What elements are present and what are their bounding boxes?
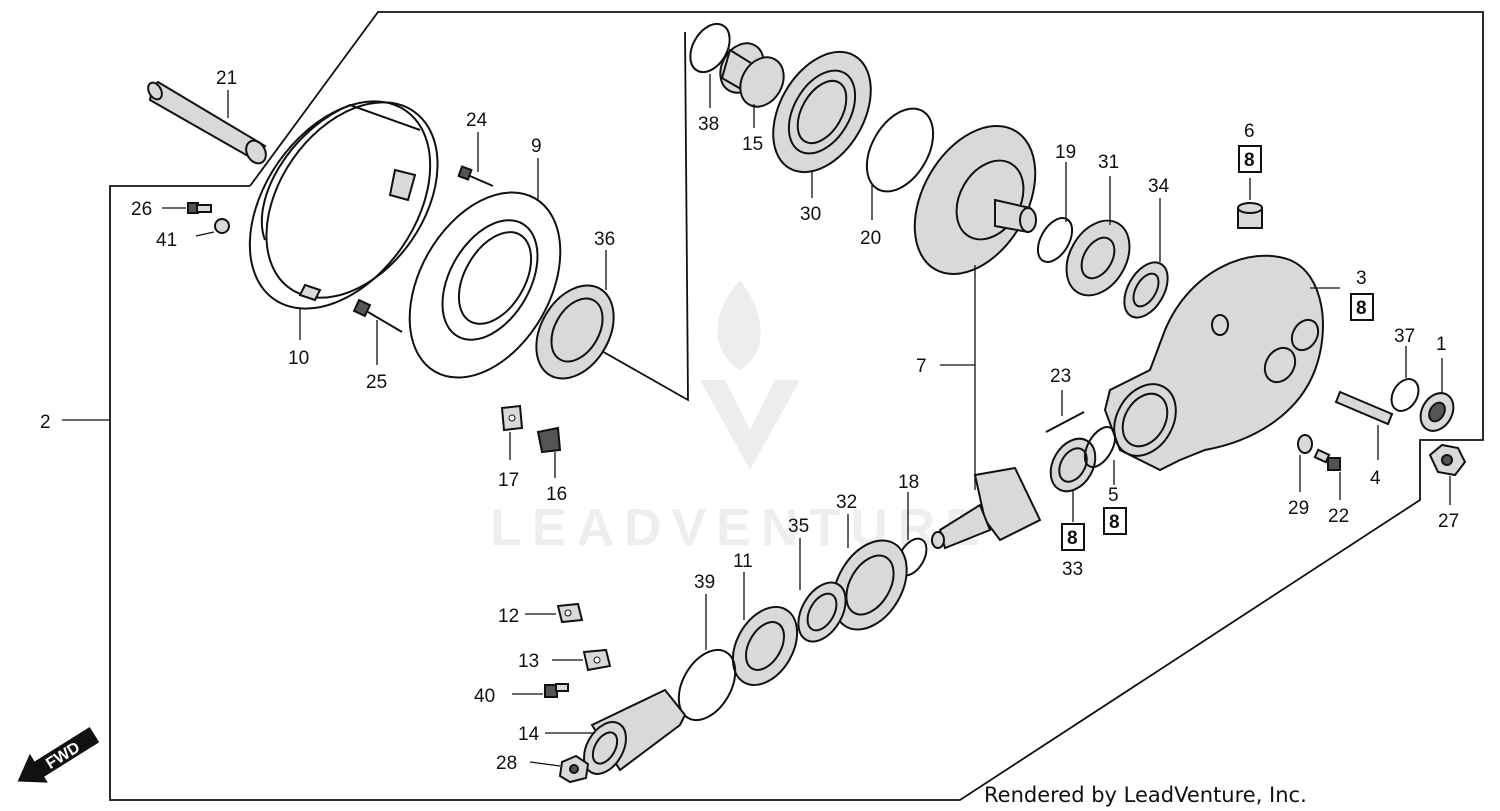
part-24-bolt <box>457 132 494 187</box>
part-12-clip <box>525 602 584 624</box>
assembly-frame <box>62 11 1484 801</box>
part-15-spring <box>719 42 785 128</box>
ref-box-6[interactable]: 8 <box>1238 145 1262 173</box>
part-26-bolt <box>162 202 212 214</box>
callout-13[interactable]: 13 <box>518 651 539 672</box>
part-21-pin <box>147 80 267 165</box>
part-10-cover <box>248 100 439 340</box>
watermark-text: LEADVENTURE <box>490 499 990 557</box>
ref-box-5[interactable]: 8 <box>1103 507 1127 535</box>
part-41-nut <box>195 218 230 237</box>
part-5-ring <box>1083 426 1117 485</box>
ref-box-33-label: 8 <box>1067 528 1078 549</box>
callout-3[interactable]: 3 <box>1356 268 1367 289</box>
ref-boxes: 8 8 8 8 <box>1061 145 1374 551</box>
callout-14[interactable]: 14 <box>518 724 540 745</box>
callout-23[interactable]: 23 <box>1050 366 1071 387</box>
callout-10[interactable]: 10 <box>288 348 309 369</box>
ref-box-3-label: 8 <box>1356 298 1367 319</box>
callout-41[interactable]: 41 <box>156 230 177 251</box>
callout-24[interactable]: 24 <box>466 110 488 131</box>
part-14-sleeve <box>545 688 687 775</box>
callout-26[interactable]: 26 <box>131 199 152 220</box>
callout-32[interactable]: 32 <box>836 492 857 513</box>
callout-36[interactable]: 36 <box>594 229 615 250</box>
callout-4[interactable]: 4 <box>1370 468 1381 489</box>
ref-box-5-label: 8 <box>1109 512 1120 533</box>
callout-33[interactable]: 33 <box>1062 559 1083 580</box>
part-11-coupler <box>731 572 799 686</box>
part-7-gear-set <box>913 125 1042 550</box>
callout-30[interactable]: 30 <box>800 204 821 225</box>
part-1-nut <box>1419 358 1455 432</box>
part-37-washer <box>1390 346 1420 412</box>
part-39-ring <box>677 594 737 722</box>
part-28-nut <box>529 754 590 784</box>
callout-12[interactable]: 12 <box>498 606 519 627</box>
part-19-shim <box>1036 162 1074 263</box>
part-27-nut <box>1428 443 1467 505</box>
part-30-bearing <box>772 50 872 198</box>
callout-37[interactable]: 37 <box>1394 326 1415 347</box>
callout-21[interactable]: 21 <box>216 68 237 89</box>
callout-40[interactable]: 40 <box>474 686 495 707</box>
part-33-bearing <box>1049 437 1097 522</box>
callout-16[interactable]: 16 <box>546 484 567 505</box>
ref-box-3[interactable]: 8 <box>1350 293 1374 321</box>
part-34-seal <box>1123 198 1169 319</box>
part-6-cap <box>1237 178 1263 229</box>
part-4-stud <box>1334 390 1394 460</box>
ref-box-33[interactable]: 8 <box>1061 523 1085 551</box>
callout-6[interactable]: 6 <box>1244 121 1255 142</box>
credit-text: Rendered by LeadVenture, Inc. <box>984 783 1307 807</box>
callout-27[interactable]: 27 <box>1438 511 1459 532</box>
callout-17[interactable]: 17 <box>498 470 519 491</box>
part-40-bolt <box>512 683 569 698</box>
callout-29[interactable]: 29 <box>1288 498 1309 519</box>
callout-31[interactable]: 31 <box>1098 152 1119 173</box>
callout-7[interactable]: 7 <box>916 356 927 377</box>
part-23-stud <box>1045 390 1085 433</box>
part-25-bolt <box>352 298 403 365</box>
callout-35[interactable]: 35 <box>788 516 809 537</box>
part-9-plate <box>408 158 562 379</box>
part-36-seal <box>535 250 615 380</box>
callout-1[interactable]: 1 <box>1436 334 1447 355</box>
part-31-bearing <box>1065 176 1131 297</box>
part-17-clip <box>500 404 524 460</box>
part-20-ring <box>865 107 935 220</box>
callout-28[interactable]: 28 <box>496 753 517 774</box>
callouts: 1 2 3 4 5 6 7 9 10 11 12 13 14 15 16 17 … <box>40 68 1459 774</box>
callout-39[interactable]: 39 <box>694 572 715 593</box>
callout-20[interactable]: 20 <box>860 228 881 249</box>
callout-19[interactable]: 19 <box>1055 142 1076 163</box>
part-16-plug <box>536 426 562 478</box>
callout-22[interactable]: 22 <box>1328 506 1349 527</box>
callout-34[interactable]: 34 <box>1148 176 1170 197</box>
callout-15[interactable]: 15 <box>742 134 763 155</box>
part-32-bearing <box>832 514 908 631</box>
callout-9[interactable]: 9 <box>531 136 542 157</box>
part-3-case <box>1103 254 1340 472</box>
callout-38[interactable]: 38 <box>698 114 719 135</box>
callout-25[interactable]: 25 <box>366 372 387 393</box>
ref-box-6-label: 8 <box>1244 150 1255 171</box>
part-29-washer <box>1297 434 1313 492</box>
callout-5[interactable]: 5 <box>1108 485 1119 506</box>
part-13-clip <box>552 648 612 672</box>
callout-18[interactable]: 18 <box>898 472 919 493</box>
callout-11[interactable]: 11 <box>733 551 753 572</box>
part-22-bolt <box>1313 448 1341 500</box>
fwd-arrow-icon: FWD <box>17 727 100 783</box>
part-35-ring <box>797 538 847 643</box>
callout-2[interactable]: 2 <box>40 412 51 433</box>
